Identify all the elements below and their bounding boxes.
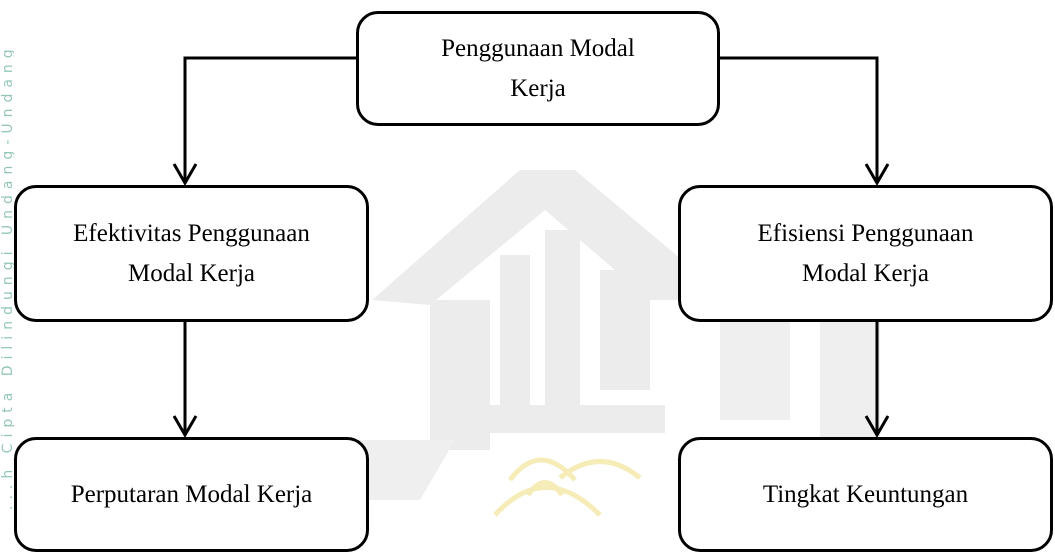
node-left-line1: Efektivitas Penggunaan [73,219,310,247]
node-left-line2: Modal Kerja [127,259,256,287]
arrowhead-bottom-left [172,415,198,438]
node-right-line1: Efisiensi Penggunaan [757,219,974,247]
node-tingkat-keuntungan: Tingkat Keuntungan [678,437,1053,552]
arrowhead-left [172,163,198,186]
node-right-line2: Modal Kerja [801,259,930,287]
node-perputaran-modal-kerja: Perputaran Modal Kerja [14,437,369,552]
node-top-line1: Penggunaan Modal [441,34,635,62]
arrowhead-right [864,163,890,186]
node-top-line2: Kerja [510,74,566,102]
node-bottom-right-text: Tingkat Keuntungan [762,480,969,508]
node-efisiensi: Efisiensi Penggunaan Modal Kerja [678,185,1053,322]
node-efektivitas: Efektivitas Penggunaan Modal Kerja [14,185,369,322]
connector-top-to-right [720,56,879,180]
node-bottom-left-text: Perputaran Modal Kerja [70,480,313,508]
arrowhead-bottom-right [864,415,890,438]
node-penggunaan-modal-kerja: Penggunaan Modal Kerja [356,11,720,126]
connector-top-to-left [183,56,356,180]
